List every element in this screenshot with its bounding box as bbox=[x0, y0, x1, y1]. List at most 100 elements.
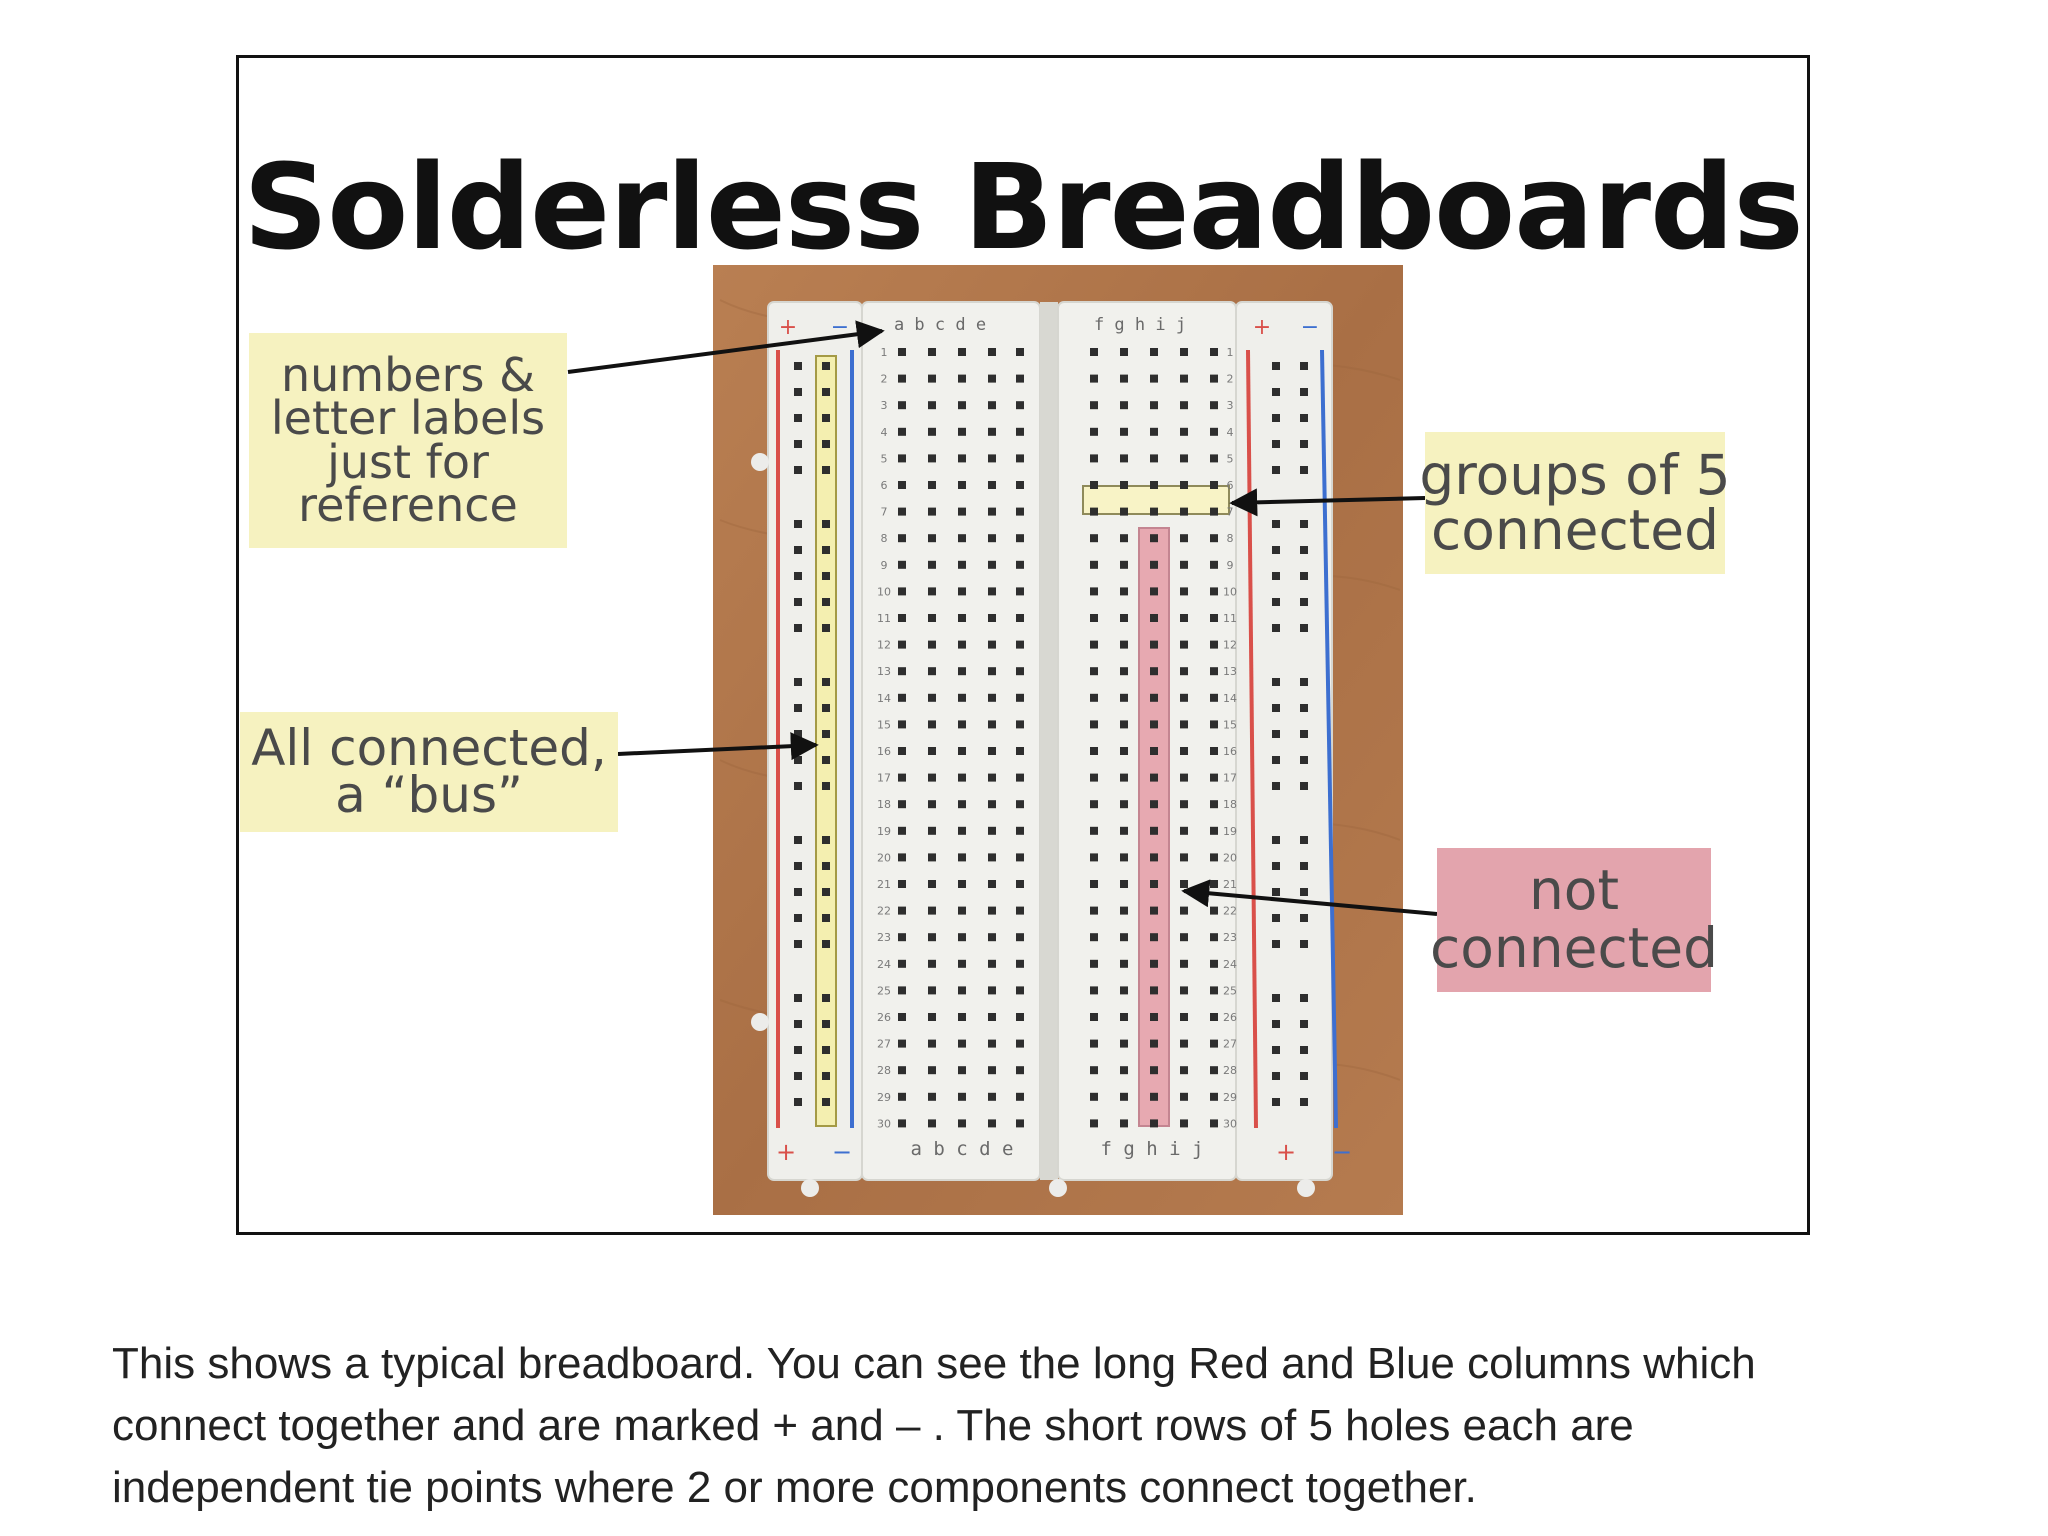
terminal-hole bbox=[928, 774, 936, 782]
terminal-hole bbox=[1150, 428, 1158, 436]
terminal-hole bbox=[898, 481, 906, 489]
row-number-left: 27 bbox=[877, 1038, 891, 1051]
terminal-hole bbox=[958, 375, 966, 383]
right-plus-sign-bottom: + bbox=[1276, 1138, 1296, 1166]
rail-hole bbox=[794, 994, 802, 1002]
terminal-hole bbox=[1180, 428, 1188, 436]
row-number-right: 8 bbox=[1227, 532, 1234, 545]
terminal-hole bbox=[898, 428, 906, 436]
terminal-hole bbox=[928, 1013, 936, 1021]
terminal-hole bbox=[1016, 534, 1024, 542]
terminal-hole bbox=[1150, 614, 1158, 622]
terminal-hole bbox=[1210, 774, 1218, 782]
rail-hole bbox=[822, 704, 830, 712]
terminal-hole bbox=[1090, 534, 1098, 542]
terminal-hole bbox=[1090, 747, 1098, 755]
rail-hole bbox=[794, 940, 802, 948]
rail-hole bbox=[1300, 362, 1308, 370]
rail-hole bbox=[1272, 704, 1280, 712]
terminal-hole bbox=[898, 853, 906, 861]
terminal-hole bbox=[1016, 747, 1024, 755]
terminal-hole bbox=[1120, 614, 1128, 622]
terminal-hole bbox=[1180, 853, 1188, 861]
terminal-hole bbox=[1016, 508, 1024, 516]
terminal-hole bbox=[1210, 986, 1218, 994]
terminal-hole bbox=[988, 907, 996, 915]
terminal-hole bbox=[1090, 827, 1098, 835]
callout-line: a “bus” bbox=[335, 772, 523, 819]
terminal-hole bbox=[1150, 747, 1158, 755]
terminal-hole bbox=[1090, 800, 1098, 808]
terminal-hole bbox=[1090, 587, 1098, 595]
callout-labels-reference: numbers & letter labels just for referen… bbox=[249, 333, 567, 548]
terminal-hole bbox=[1016, 561, 1024, 569]
rail-hole bbox=[794, 388, 802, 396]
terminal-hole bbox=[1150, 774, 1158, 782]
terminal-hole bbox=[1090, 933, 1098, 941]
terminal-hole bbox=[898, 614, 906, 622]
rail-hole bbox=[794, 414, 802, 422]
terminal-hole bbox=[958, 1040, 966, 1048]
terminal-hole bbox=[1150, 534, 1158, 542]
terminal-hole bbox=[928, 401, 936, 409]
terminal-hole bbox=[958, 428, 966, 436]
terminal-hole bbox=[988, 960, 996, 968]
terminal-hole bbox=[1120, 401, 1128, 409]
terminal-hole bbox=[1090, 614, 1098, 622]
row-number-right: 4 bbox=[1227, 426, 1234, 439]
terminal-hole bbox=[988, 401, 996, 409]
row-number-left: 5 bbox=[881, 452, 888, 465]
terminal-hole bbox=[928, 508, 936, 516]
terminal-hole bbox=[928, 1040, 936, 1048]
terminal-hole bbox=[1120, 641, 1128, 649]
rail-hole bbox=[822, 572, 830, 580]
terminal-hole bbox=[1180, 694, 1188, 702]
terminal-hole bbox=[1120, 933, 1128, 941]
terminal-hole bbox=[1180, 1119, 1188, 1127]
terminal-hole bbox=[988, 827, 996, 835]
terminal-hole bbox=[1210, 1013, 1218, 1021]
terminal-hole bbox=[1120, 1119, 1128, 1127]
row-number-left: 8 bbox=[881, 532, 888, 545]
row-number-left: 13 bbox=[877, 665, 891, 678]
terminal-hole bbox=[1150, 827, 1158, 835]
terminal-hole bbox=[898, 508, 906, 516]
terminal-hole bbox=[1180, 587, 1188, 595]
rail-hole bbox=[822, 466, 830, 474]
rail-hole bbox=[1300, 862, 1308, 870]
row-number-right: 12 bbox=[1223, 639, 1237, 652]
terminal-hole bbox=[1150, 1013, 1158, 1021]
terminal-hole bbox=[1090, 1013, 1098, 1021]
terminal-hole bbox=[1016, 401, 1024, 409]
row-number-left: 3 bbox=[881, 399, 888, 412]
rail-hole bbox=[1300, 1098, 1308, 1106]
terminal-hole bbox=[898, 667, 906, 675]
row-number-left: 9 bbox=[881, 559, 888, 572]
terminal-hole bbox=[1120, 454, 1128, 462]
terminal-hole bbox=[1016, 933, 1024, 941]
terminal-hole bbox=[1150, 933, 1158, 941]
terminal-hole bbox=[1180, 774, 1188, 782]
row-number-left: 11 bbox=[877, 612, 891, 625]
terminal-hole bbox=[1120, 694, 1128, 702]
terminal-hole bbox=[1016, 587, 1024, 595]
terminal-hole bbox=[1120, 667, 1128, 675]
terminal-hole bbox=[1210, 907, 1218, 915]
terminal-hole bbox=[898, 1119, 906, 1127]
row-number-left: 7 bbox=[881, 506, 888, 519]
terminal-hole bbox=[1016, 1119, 1024, 1127]
terminal-hole bbox=[958, 348, 966, 356]
terminal-hole bbox=[958, 827, 966, 835]
terminal-hole bbox=[928, 348, 936, 356]
rail-hole bbox=[822, 362, 830, 370]
terminal-hole bbox=[1120, 375, 1128, 383]
rail-hole bbox=[794, 678, 802, 686]
rail-hole bbox=[822, 862, 830, 870]
terminal-hole bbox=[1150, 907, 1158, 915]
rail-hole bbox=[1300, 1072, 1308, 1080]
terminal-hole bbox=[1090, 986, 1098, 994]
rail-hole bbox=[1300, 1020, 1308, 1028]
row-number-left: 29 bbox=[877, 1091, 891, 1104]
terminal-hole bbox=[928, 800, 936, 808]
rail-hole bbox=[794, 598, 802, 606]
